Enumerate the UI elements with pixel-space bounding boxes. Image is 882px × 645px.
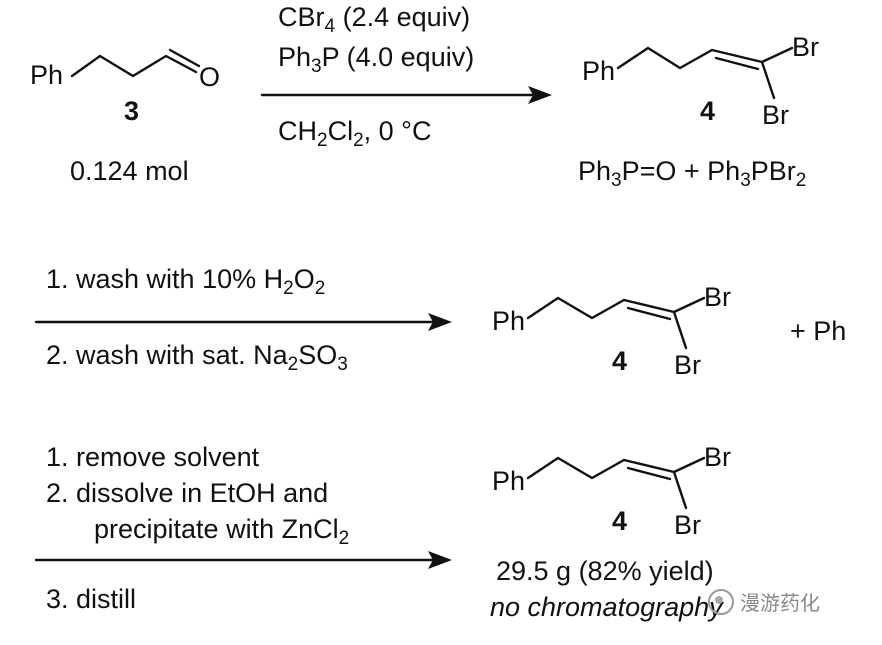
product-1-br-bottom: Br	[762, 100, 789, 130]
product-1-br-bonds	[760, 46, 794, 100]
watermark: 漫游药化	[708, 587, 820, 616]
product-1-ph-label: Ph	[582, 56, 616, 86]
compound-3-label: 3	[124, 96, 140, 126]
plus-byproduct: + Ph	[790, 316, 847, 346]
product-2-br-bonds	[672, 296, 706, 350]
arrow-head-1	[528, 86, 552, 104]
aldehyde-skeleton	[70, 54, 198, 78]
product-1-alkene	[710, 48, 764, 71]
no-chromatography-note: no chromatography	[490, 592, 723, 622]
product-3-br-bottom: Br	[674, 510, 701, 540]
byproducts: Ph3P=O + Ph3PBr2	[578, 156, 807, 191]
product-2-alkene	[622, 298, 676, 321]
compound-4-label-1: 4	[700, 96, 716, 126]
product-2-skeleton	[526, 296, 626, 320]
product-1-br-top: Br	[792, 32, 819, 62]
reagent-cbr4: CBr4 (2.4 equiv)	[278, 2, 471, 37]
wash-step-2: 2. wash with sat. Na2SO3	[46, 340, 348, 375]
wash-step-1: 1. wash with 10% H2O2	[46, 264, 326, 299]
product-2-ph-label: Ph	[492, 306, 526, 336]
arrow-head-2	[428, 313, 452, 331]
product-3-skeleton	[526, 456, 626, 480]
product-3-ph-label: Ph	[492, 466, 526, 496]
product-3-br-bonds	[672, 456, 706, 510]
workup-step-2-cont: precipitate with ZnCl2	[94, 514, 350, 549]
product-1-skeleton	[616, 46, 714, 70]
wechat-icon	[708, 588, 734, 615]
start-amount: 0.124 mol	[70, 156, 189, 186]
aldehyde-carbonyl	[168, 48, 201, 68]
workup-step-3: 3. distill	[46, 584, 137, 614]
compound-4-label-3: 4	[612, 506, 628, 536]
compound-4-label-2: 4	[612, 346, 628, 376]
reagent-ph3p: Ph3P (4.0 equiv)	[278, 42, 475, 77]
watermark-text: 漫游药化	[740, 593, 820, 615]
product-3-br-top: Br	[704, 442, 731, 472]
workup-step-1: 1. remove solvent	[46, 442, 260, 472]
reaction-conditions: CH2Cl2, 0 °C	[278, 116, 432, 151]
product-3-alkene	[622, 458, 676, 481]
workup-step-2: 2. dissolve in EtOH and	[46, 478, 329, 508]
arrow-head-3	[428, 551, 452, 569]
start-ph-label: Ph	[30, 60, 64, 90]
yield-text: 29.5 g (82% yield)	[496, 556, 714, 586]
product-2-br-bottom: Br	[674, 350, 701, 380]
product-2-br-top: Br	[704, 282, 731, 312]
start-oxygen-label: O	[199, 62, 221, 92]
